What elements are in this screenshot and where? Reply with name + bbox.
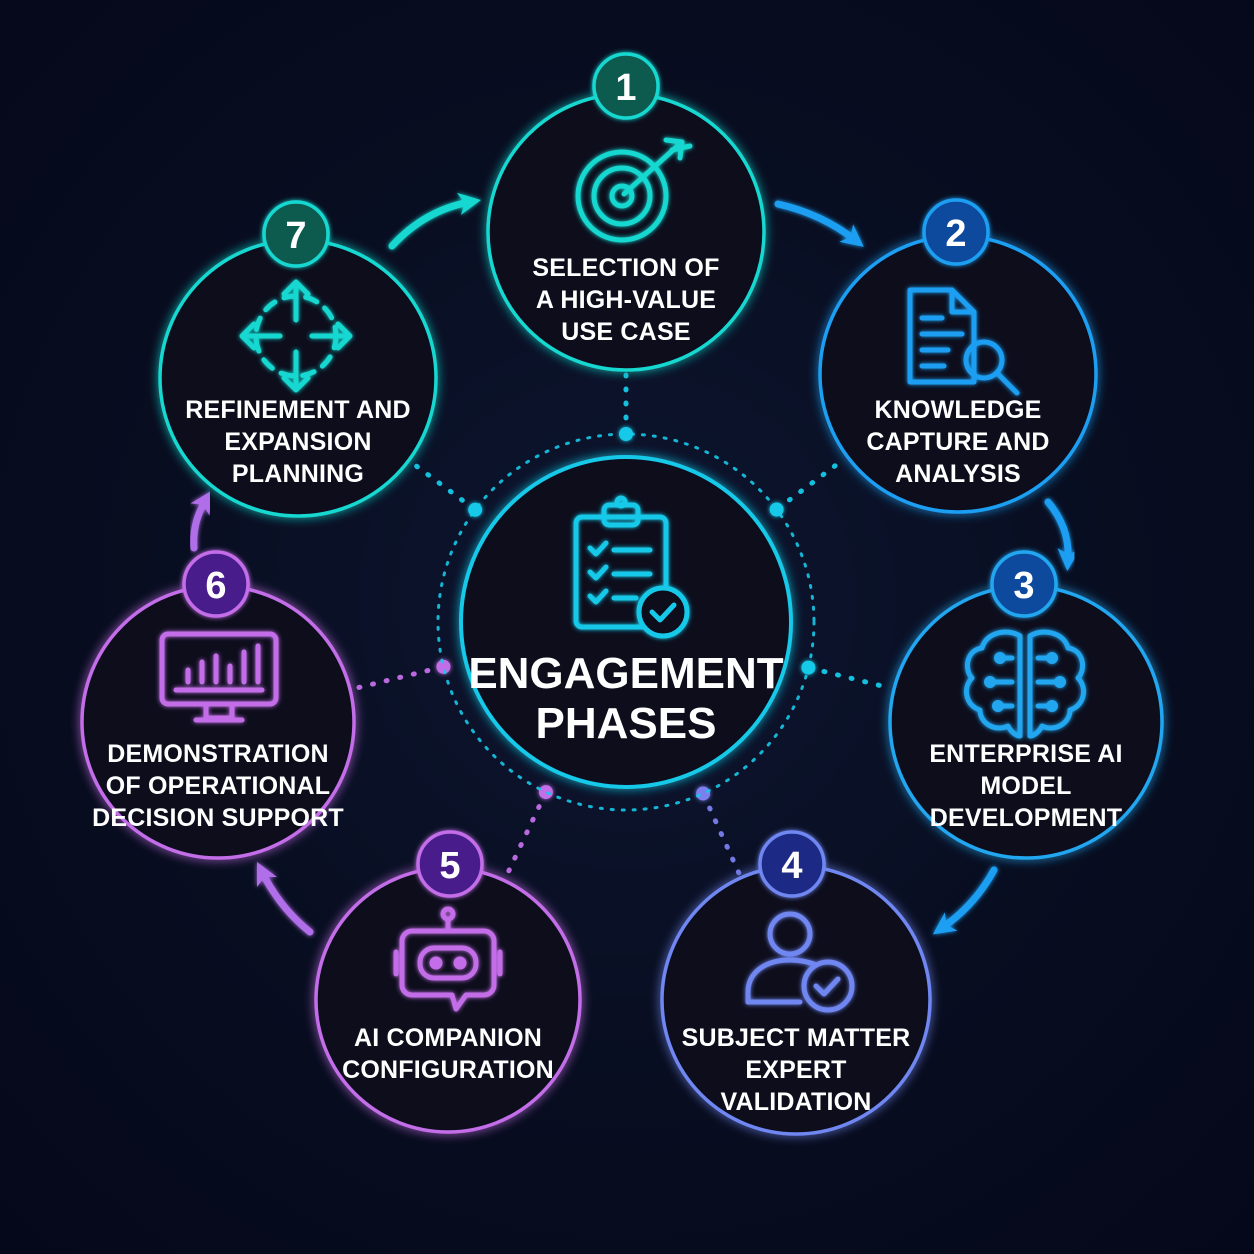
phase-badge: 1 (592, 52, 660, 120)
phase-5-number: 5 (439, 845, 460, 887)
robot-chat-icon (393, 906, 503, 1012)
phase-7: REFINEMENT AND EXPANSION PLANNING 7 (158, 200, 438, 518)
phase-7-label-line-3: PLANNING (232, 460, 364, 488)
connector-phase-6 (351, 664, 444, 692)
center-hub: ENGAGEMENT PHASES (436, 432, 816, 812)
phase-badge: 2 (922, 198, 990, 266)
phase-6-label-line-1: DEMONSTRATION (107, 740, 329, 768)
phase-3-label-line-1: ENTERPRISE AI (929, 740, 1122, 768)
phase-2: KNOWLEDGE CAPTURE AND ANALYSIS 2 (818, 198, 1098, 514)
badge-circle (262, 200, 330, 268)
connector-phase-5 (503, 791, 548, 880)
center-circle (459, 455, 793, 789)
clipboard-checklist-icon (573, 495, 690, 639)
phase-badge: 5 (416, 830, 484, 898)
arrow-1-to-2 (774, 200, 864, 247)
phase-3-label-line-3: DEVELOPMENT (930, 804, 1123, 832)
phase-7-number: 7 (285, 215, 306, 257)
brain-circuit-icon (963, 629, 1087, 739)
arrow-7-to-1 (388, 192, 482, 250)
badge-circle (922, 198, 990, 266)
connector-node-phase-4 (696, 786, 711, 801)
monitor-chart-icon (159, 631, 279, 723)
target-arrow-icon (575, 137, 693, 243)
phase-1-number: 1 (615, 67, 636, 109)
center-title-line-2: PHASES (536, 699, 717, 748)
phase-4: SUBJECT MATTER EXPERT VALIDATION 4 (660, 830, 932, 1136)
phase-badge: 7 (262, 200, 330, 268)
phase-badge: 6 (182, 550, 250, 618)
arrow-6-to-7 (190, 490, 213, 552)
connector-phase-4 (701, 792, 742, 877)
connector-node-phase-1 (619, 427, 633, 441)
connector-phase-7 (409, 460, 477, 512)
connector-phase-2 (775, 456, 847, 511)
phase-2-label-line-3: ANALYSIS (895, 460, 1021, 488)
phase-1: SELECTION OF A HIGH-VALUE USE CASE 1 (486, 52, 766, 372)
phase-4-label-line-3: VALIDATION (720, 1088, 871, 1116)
phase-4-number: 4 (781, 845, 802, 887)
phase-2-label-line-1: KNOWLEDGE (874, 396, 1041, 424)
arrow-2-to-3 (1044, 498, 1080, 572)
phase-3-label-line-2: MODEL (980, 772, 1071, 800)
phase-7-label-line-2: EXPANSION (224, 428, 371, 456)
phase-5-label-line-1: AI COMPANION (354, 1024, 542, 1052)
badge-circle (592, 52, 660, 120)
phase-nodes: SELECTION OF A HIGH-VALUE USE CASE 1KNOWLED… (80, 52, 1164, 1136)
phase-1-label-line-2: A HIGH-VALUE (536, 286, 716, 314)
phase-badge: 4 (758, 830, 826, 898)
connector-node-phase-5 (538, 785, 553, 800)
phase-2-label-line-2: CAPTURE AND (866, 428, 1049, 456)
phase-4-label-line-2: EXPERT (745, 1056, 846, 1084)
phase-3: ENTERPRISE AI MODEL DEVELOPMENT 3 (888, 550, 1164, 860)
phase-2-number: 2 (945, 213, 966, 255)
badge-circle (182, 550, 250, 618)
phase-6-label-line-3: DECISION SUPPORT (92, 804, 344, 832)
document-search-icon (907, 287, 1020, 396)
phase-6-label-line-2: OF OPERATIONAL (106, 772, 331, 800)
arrow-5-to-6 (256, 861, 314, 936)
phase-badge: 3 (990, 550, 1058, 618)
expand-arrows-icon (239, 279, 353, 393)
phase-5-label-line-2: CONFIGURATION (342, 1056, 554, 1084)
phase-4-label-line-1: SUBJECT MATTER (682, 1024, 911, 1052)
phase-1-label-line-1: SELECTION OF (532, 254, 719, 282)
phase-3-number: 3 (1013, 565, 1034, 607)
center-title-line-1: ENGAGEMENT (468, 649, 783, 698)
user-check-icon (745, 911, 855, 1013)
phase-5: AI COMPANION CONFIGURATION 5 (314, 830, 582, 1134)
badge-circle (416, 830, 484, 898)
badge-circle (990, 550, 1058, 618)
phase-7-label-line-1: REFINEMENT AND (185, 396, 410, 424)
flow-arrows (190, 192, 1080, 1032)
dotted-connectors (351, 371, 893, 880)
arrow-3-to-4 (932, 866, 998, 935)
phase-6: DEMONSTRATION OF OPERATIONAL DECISION SUPP… (80, 550, 356, 860)
phase-1-label-line-3: USE CASE (561, 318, 690, 346)
connector-node-phase-6 (436, 659, 451, 674)
badge-circle (758, 830, 826, 898)
connector-phase-3 (807, 665, 893, 691)
center-outer-dotted-ring (436, 432, 816, 812)
phase-6-number: 6 (205, 565, 226, 607)
